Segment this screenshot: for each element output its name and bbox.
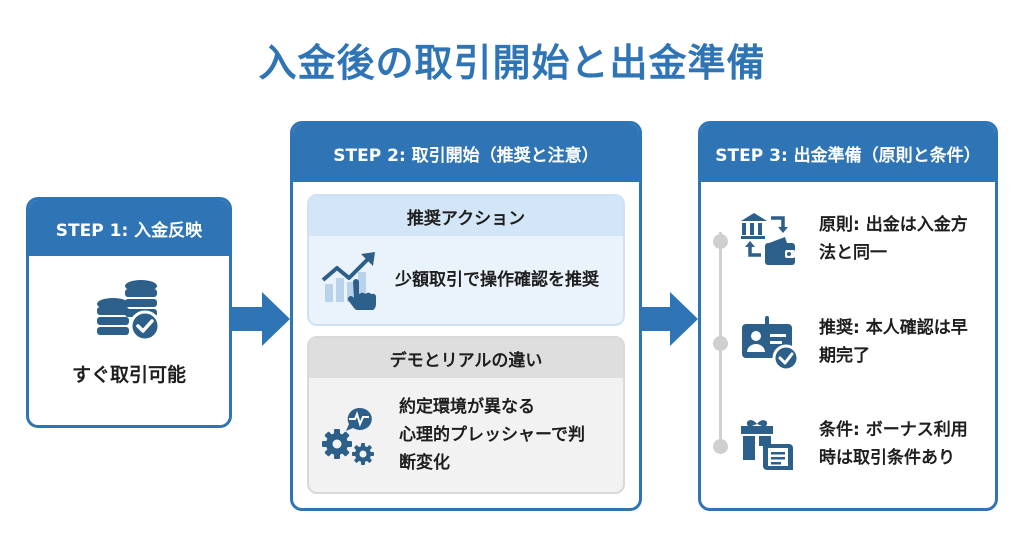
recommended-action-title: 推奨アクション: [309, 196, 623, 236]
withdraw-rule-item: 原則: 出金は入金方 法と同一: [701, 204, 995, 274]
page-title: 入金後の取引開始と出金準備: [258, 41, 766, 85]
step-2-header: STEP 2: 取引開始（推奨と注意）: [293, 124, 639, 182]
step-2-card: STEP 2: 取引開始（推奨と注意） 推奨アクション 少額取引で操作確認を推奨…: [290, 121, 642, 511]
timeline-dot: [713, 234, 728, 249]
bonus-condition-item: 条件: ボーナス利用 時は取引条件あり: [701, 414, 995, 484]
gears-chat-icon: [322, 407, 374, 465]
demo-vs-real-title: デモとリアルの違い: [309, 338, 623, 378]
recommended-action-card: 推奨アクション 少額取引で操作確認を推奨: [307, 194, 625, 326]
demo-vs-real-text: 約定環境が異なる 心理的プレッシャーで判 断変化: [399, 393, 585, 477]
recommended-action-text: 少額取引で操作確認を推奨: [395, 270, 599, 290]
identity-verification-item: 推奨: 本人確認は早 期完了: [701, 314, 995, 384]
timeline-dot: [713, 439, 728, 454]
step-3-header: STEP 3: 出金準備（原則と条件）: [701, 124, 995, 182]
chart-tap-icon: [321, 252, 376, 310]
arrow-right-icon: [232, 292, 290, 346]
step-1-header: STEP 1: 入金反映: [29, 200, 229, 256]
step-1-card: STEP 1: 入金反映 すぐ取引可能: [26, 197, 232, 428]
arrow-right-icon: [642, 292, 698, 346]
text-line: 条件: ボーナス利用: [819, 420, 968, 440]
demo-vs-real-card: デモとリアルの違い: [307, 336, 625, 494]
text-line: 原則: 出金は入金方: [819, 215, 968, 235]
text-line: 推奨: 本人確認は早: [819, 318, 968, 338]
text-line: 期完了: [819, 346, 870, 366]
text-line: 時は取引条件あり: [819, 448, 955, 468]
timeline-dot: [713, 336, 728, 351]
text-line: 法と同一: [819, 243, 887, 263]
bonus-condition-text: 条件: ボーナス利用 時は取引条件あり: [819, 416, 989, 472]
step-1-label: すぐ取引可能: [71, 364, 186, 386]
demo-line: 心理的プレッシャーで判: [399, 425, 585, 445]
identity-verification-text: 推奨: 本人確認は早 期完了: [819, 314, 989, 370]
step-3-card: STEP 3: 出金準備（原則と条件） 原則: 出金は入金方 法と同一: [698, 121, 998, 511]
withdraw-rule-text: 原則: 出金は入金方 法と同一: [819, 211, 989, 267]
id-card-check-icon: [742, 316, 799, 372]
demo-line: 断変化: [399, 453, 450, 473]
bank-wallet-icon: [741, 213, 795, 265]
demo-line: 約定環境が異なる: [399, 397, 535, 417]
gift-document-icon: [741, 420, 793, 470]
coins-check-icon: [97, 280, 161, 342]
